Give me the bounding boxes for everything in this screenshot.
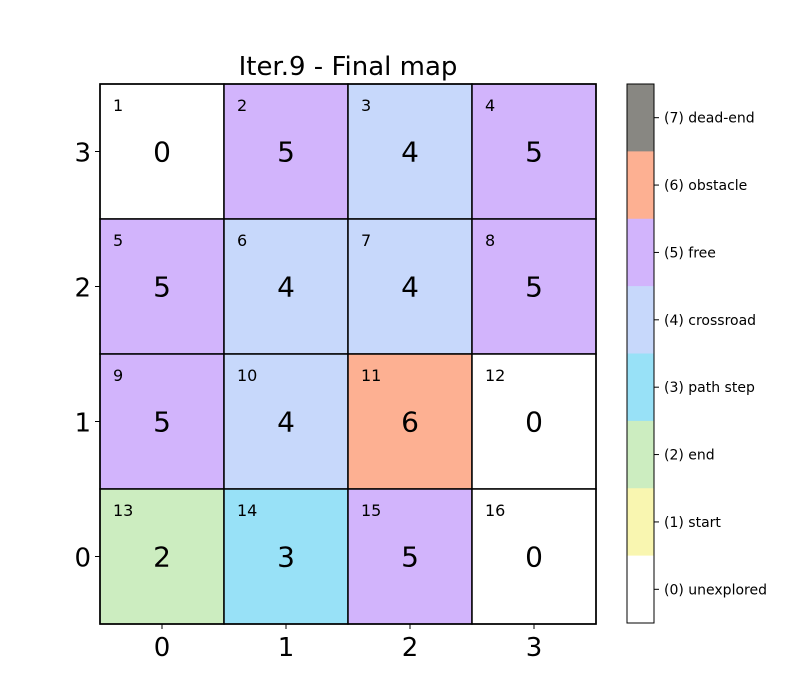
cell-index-label: 4 — [485, 96, 495, 115]
x-tick-label: 1 — [278, 633, 295, 663]
cell-value-label: 4 — [277, 271, 295, 304]
colorbar-segment — [627, 84, 654, 152]
cell-value-label: 3 — [277, 541, 295, 574]
heatmap-cell — [347, 488, 473, 625]
cell-value-label: 0 — [525, 406, 543, 439]
chart-title: Iter.9 - Final map — [239, 52, 458, 82]
cell-value-label: 4 — [401, 271, 419, 304]
cell-index-label: 12 — [485, 366, 505, 385]
y-tick-label: 1 — [74, 409, 91, 439]
cell-index-label: 6 — [237, 231, 247, 250]
cell-value-label: 0 — [525, 541, 543, 574]
cell-value-label: 0 — [153, 136, 171, 169]
y-tick-label: 2 — [74, 274, 91, 304]
cell-value-label: 5 — [525, 271, 543, 304]
colorbar-segment — [627, 353, 654, 422]
cell-index-label: 5 — [113, 231, 123, 250]
heatmap-cell — [223, 488, 349, 625]
heatmap-cell — [223, 353, 349, 490]
cell-value-label: 2 — [153, 541, 171, 574]
colorbar-label: (3) path step — [664, 380, 755, 396]
y-tick-label: 0 — [74, 544, 91, 574]
cell-value-label: 4 — [277, 406, 295, 439]
cell-index-label: 1 — [113, 96, 123, 115]
heatmap-cell — [223, 83, 349, 220]
x-tick-label: 0 — [154, 633, 171, 663]
heatmap-cell — [471, 353, 597, 490]
cell-index-label: 10 — [237, 366, 257, 385]
cell-index-label: 13 — [113, 501, 133, 520]
cell-index-label: 11 — [361, 366, 381, 385]
cell-index-label: 14 — [237, 501, 257, 520]
heatmap-cell — [471, 218, 597, 355]
colorbar-segment — [627, 218, 654, 287]
y-tick-label: 3 — [74, 139, 91, 169]
cell-value-label: 5 — [153, 406, 171, 439]
colorbar-label: (4) crossroad — [664, 313, 756, 329]
heatmap-cell — [471, 488, 597, 625]
cell-value-label: 5 — [525, 136, 543, 169]
heatmap-cell — [471, 83, 597, 220]
colorbar: (7) dead-end (6) obstacle (5) free (4) cros… — [626, 83, 767, 624]
cell-index-label: 8 — [485, 231, 495, 250]
cell-value-label: 5 — [401, 541, 419, 574]
cell-index-label: 2 — [237, 96, 247, 115]
colorbar-label: (7) dead-end — [664, 111, 755, 127]
x-tick-label: 3 — [526, 633, 543, 663]
plot-frame — [99, 83, 597, 625]
cell-index-label: 9 — [113, 366, 123, 385]
colorbar-label: (2) end — [664, 448, 715, 464]
cell-index-label: 16 — [485, 501, 505, 520]
heatmap-cell — [99, 83, 225, 220]
colorbar-segment — [627, 555, 654, 624]
cell-value-label: 5 — [153, 271, 171, 304]
cell-index-label: 15 — [361, 501, 381, 520]
colorbar-label: (0) unexplored — [664, 582, 767, 598]
x-tick-label: 2 — [402, 633, 419, 663]
colorbar-label: (6) obstacle — [664, 178, 747, 194]
cell-index-label: 7 — [361, 231, 371, 250]
colorbar-label: (1) start — [664, 515, 721, 531]
colorbar-label: (5) free — [664, 245, 716, 261]
cell-index-label: 3 — [361, 96, 371, 115]
colorbar-segment — [627, 151, 654, 220]
heatmap-cell — [223, 218, 349, 355]
heatmap-cell — [99, 488, 225, 625]
cell-value-label: 5 — [277, 136, 295, 169]
heatmap-cell — [99, 218, 225, 355]
colorbar-segment — [627, 420, 654, 489]
colorbar-segment — [627, 286, 654, 354]
colorbar-segment — [627, 488, 654, 557]
cell-value-label: 6 — [401, 406, 419, 439]
cell-value-label: 4 — [401, 136, 419, 169]
colorbar-frame — [626, 83, 655, 624]
